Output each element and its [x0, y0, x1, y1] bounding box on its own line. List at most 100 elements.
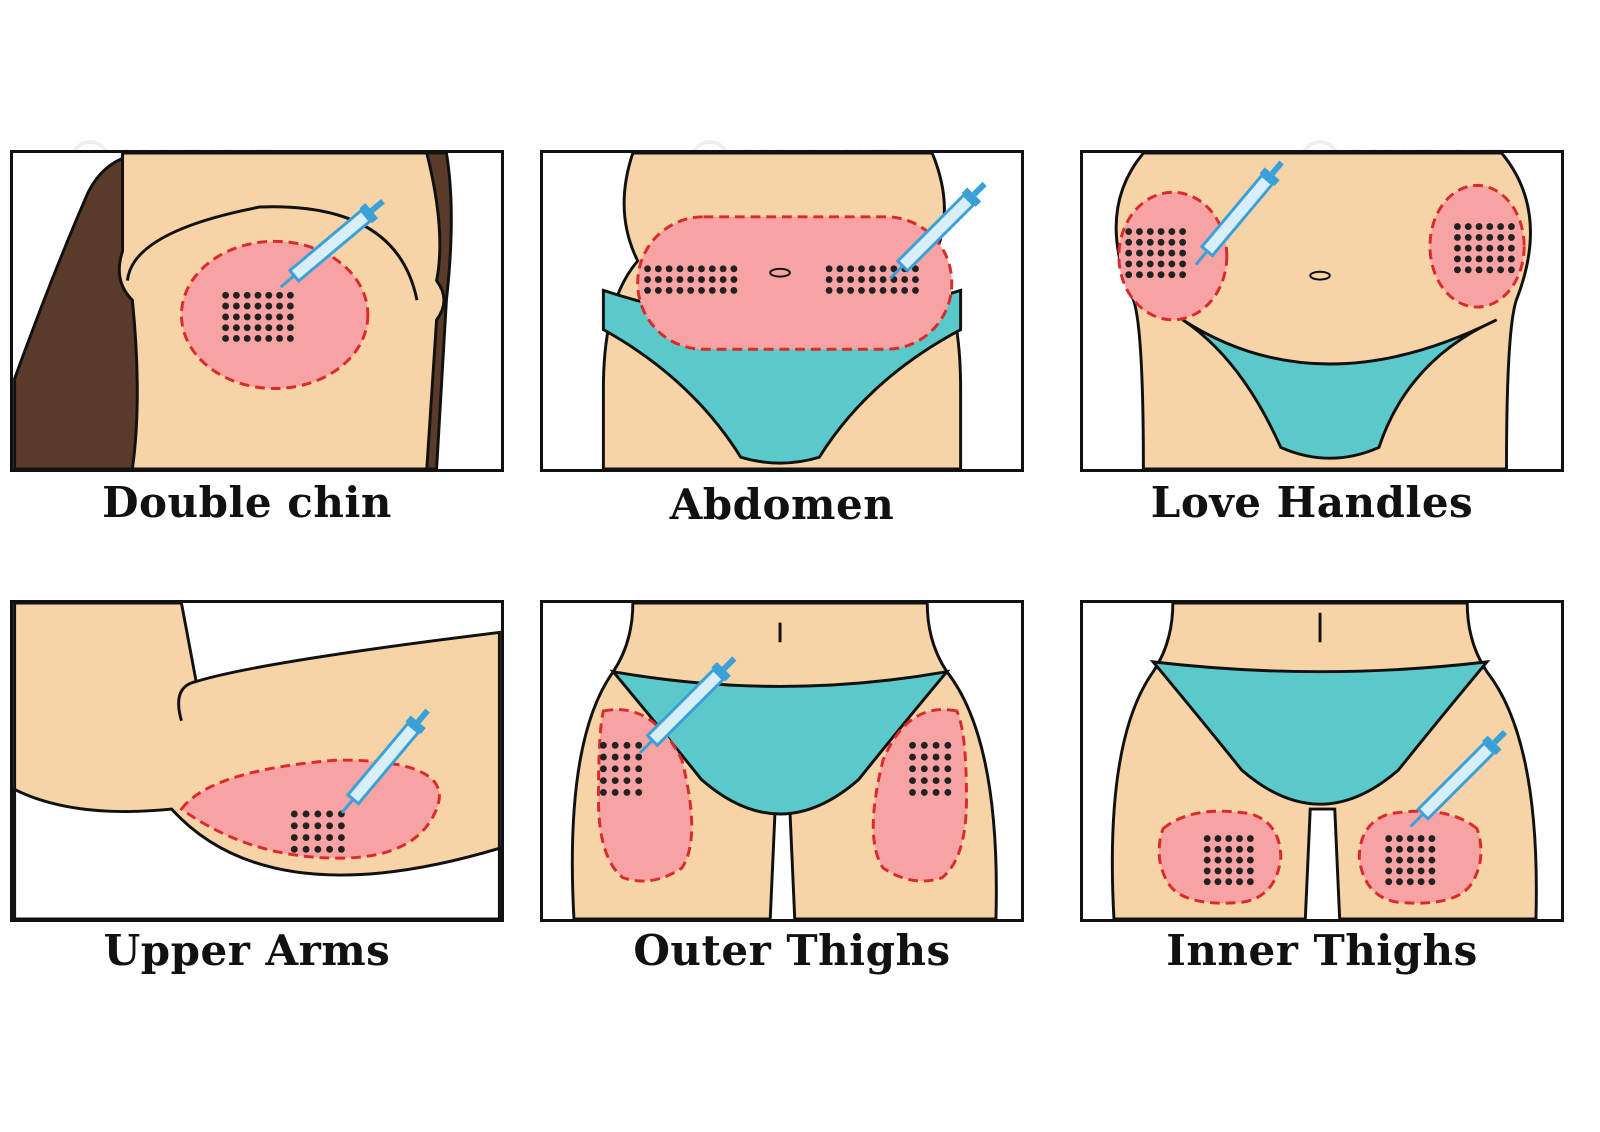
- injection-dot: [890, 265, 898, 273]
- injection-dot: [825, 276, 833, 284]
- injection-dot: [635, 741, 643, 749]
- injection-dot: [1157, 260, 1165, 268]
- injection-dot: [687, 276, 695, 284]
- injection-dot: [676, 286, 684, 294]
- injection-dot: [265, 324, 273, 332]
- injection-dot: [698, 276, 705, 284]
- label-inner-thighs: Inner Thighs: [1166, 926, 1478, 975]
- injection-dot: [698, 286, 705, 294]
- injection-dot: [611, 765, 619, 773]
- injection-dot: [847, 265, 855, 273]
- injection-dot: [1179, 228, 1187, 235]
- injection-dot: [1157, 249, 1165, 257]
- injection-dot: [326, 834, 334, 841]
- injection-dot: [719, 286, 727, 294]
- injection-dot: [920, 753, 928, 761]
- injection-dot: [932, 741, 940, 749]
- upper-arms-illustration: [13, 603, 501, 919]
- injection-dot: [243, 302, 251, 310]
- injection-dot: [1246, 856, 1254, 864]
- injection-dot: [1225, 845, 1233, 853]
- injection-dot: [1486, 233, 1494, 241]
- panel-inner-thighs: [1080, 600, 1564, 922]
- injection-dot: [1246, 845, 1254, 853]
- injection-dot: [623, 777, 631, 785]
- injection-dot: [868, 276, 876, 284]
- injection-dot: [1428, 856, 1436, 864]
- injection-dot: [243, 313, 251, 321]
- outer-thighs-illustration: [570, 603, 998, 919]
- injection-dot: [1146, 228, 1154, 235]
- injection-dot: [265, 335, 273, 342]
- injection-dot: [1136, 260, 1143, 268]
- injection-dot: [901, 286, 909, 294]
- dot-grid: [644, 265, 738, 294]
- injection-dot: [611, 788, 619, 796]
- injection-dot: [1214, 856, 1222, 864]
- injection-dot: [1236, 867, 1243, 875]
- injection-dot: [1146, 249, 1154, 257]
- injection-dot: [932, 753, 940, 761]
- injection-dot: [698, 265, 705, 273]
- injection-dot: [1225, 835, 1233, 842]
- injection-dot: [944, 777, 952, 785]
- injection-dot: [912, 265, 919, 273]
- injection-dot: [1406, 835, 1414, 842]
- injection-dot: [909, 777, 916, 785]
- dot-grid: [1453, 223, 1515, 274]
- navel: [769, 267, 791, 278]
- injection-dot: [1136, 238, 1143, 246]
- injection-dot: [276, 324, 284, 332]
- injection-dot: [222, 335, 230, 342]
- panel-love-handles: [1080, 150, 1564, 472]
- injection-dot: [825, 265, 833, 273]
- injection-dot: [1168, 228, 1176, 235]
- injection-dot: [1236, 878, 1243, 886]
- underwear: [1181, 318, 1498, 460]
- injection-dot: [232, 313, 240, 321]
- injection-dot: [1417, 867, 1425, 875]
- injection-dot: [687, 265, 695, 273]
- injection-dot: [1225, 878, 1233, 886]
- injection-dot: [944, 788, 952, 796]
- injection-dot: [1507, 233, 1515, 241]
- injection-dot: [858, 276, 865, 284]
- injection-dot: [1453, 244, 1461, 252]
- injection-dot: [1203, 845, 1211, 853]
- injection-dot: [1507, 266, 1515, 274]
- injection-dot: [1417, 856, 1425, 864]
- injection-dot: [635, 788, 643, 796]
- injection-dot: [920, 765, 928, 773]
- panel-abdomen: [540, 150, 1024, 472]
- injection-dot: [730, 276, 738, 284]
- injection-dot: [847, 276, 855, 284]
- injection-dot: [1385, 867, 1393, 875]
- injection-dot: [1236, 856, 1243, 864]
- injection-dot: [1486, 244, 1494, 252]
- injection-dot: [302, 845, 310, 853]
- injection-dot: [286, 324, 294, 332]
- injection-dot: [687, 286, 695, 294]
- injection-dot: [243, 291, 251, 299]
- injection-dot: [1475, 266, 1483, 274]
- injection-dot: [1214, 835, 1222, 842]
- injection-dot: [623, 741, 631, 749]
- injection-dot: [909, 753, 916, 761]
- injection-dot: [665, 286, 673, 294]
- injection-dot: [232, 302, 240, 310]
- injection-dot: [932, 788, 940, 796]
- injection-dot: [276, 313, 284, 321]
- injection-dot: [944, 765, 952, 773]
- injection-dot: [1225, 856, 1233, 864]
- injection-dot: [644, 265, 651, 273]
- injection-dot: [314, 822, 322, 830]
- injection-dot: [1406, 867, 1414, 875]
- injection-dot: [847, 286, 855, 294]
- injection-dot: [1385, 856, 1393, 864]
- injection-dot: [1168, 249, 1176, 257]
- injection-dot: [1179, 249, 1187, 257]
- injection-dot: [1157, 228, 1165, 235]
- injection-dot: [920, 788, 928, 796]
- label-outer-thighs: Outer Thighs: [633, 926, 951, 975]
- injection-dot: [1385, 878, 1393, 886]
